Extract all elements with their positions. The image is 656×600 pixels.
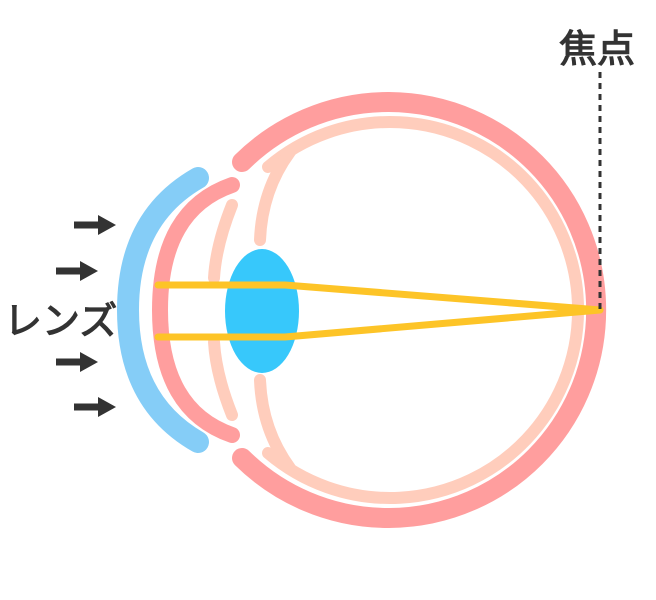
ciliary-upper (254, 146, 296, 246)
cornea (151, 177, 240, 443)
incoming-light-arrows (56, 215, 116, 417)
iris-lower (208, 336, 238, 421)
arrow-right-icon (74, 397, 116, 417)
choroid-arc (262, 116, 584, 504)
contact-lens (116, 167, 209, 453)
lens-label: レンズ (4, 299, 117, 343)
arrow-right-icon (56, 352, 98, 372)
crystalline-lens (225, 249, 299, 373)
focal-point-label: 焦点 (559, 27, 635, 71)
light-rays (154, 281, 604, 341)
light-ray-lower (154, 306, 604, 341)
ciliary-lower (254, 374, 296, 474)
arrow-right-icon (74, 215, 116, 235)
arrow-right-icon (56, 261, 98, 281)
iris-upper (208, 199, 238, 284)
light-ray-upper (154, 281, 604, 314)
